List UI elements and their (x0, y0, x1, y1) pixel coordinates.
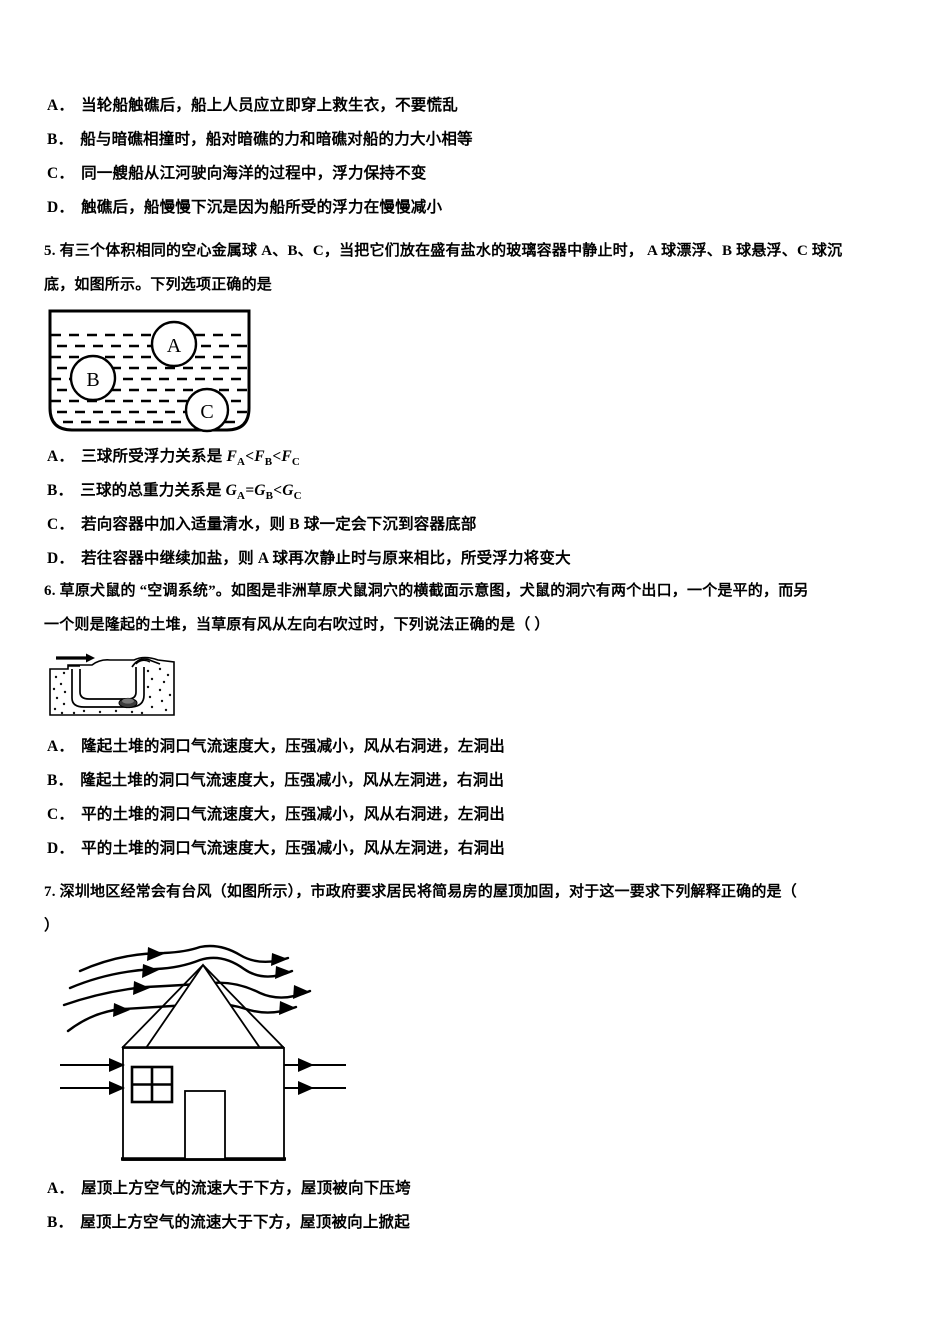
q7-stem-text2: ） (44, 918, 60, 934)
q4-option-c-label: C． (47, 165, 75, 182)
window (130, 1065, 174, 1104)
q6-option-b-text: 隆起土堆的洞口气流速度大，压强减小，风从左洞进，右洞出 (80, 772, 505, 789)
q5-option-a-formula: FA<FB<FC (226, 448, 301, 469)
door (184, 1090, 226, 1160)
q6-figure (48, 651, 176, 719)
q4-option-b: B． 船与暗礁相撞时，船对暗礁的力和暗礁对船的力大小相等 (47, 129, 473, 151)
q6-stem-line1: 6.草原犬鼠的 “空调系统”。如图是非洲草原犬鼠洞穴的横截面示意图，犬鼠的洞穴有… (44, 580, 809, 602)
burrow-cross-section-diagram (49, 653, 175, 716)
q6-number: 6. (44, 583, 56, 599)
prairie-dog (118, 697, 138, 709)
q5-stem-text1: 有三个体积相同的空心金属球 A、B、C，当把它们放在盛有盐水的玻璃容器中静止时，… (59, 243, 843, 259)
ball-a-label: A (167, 335, 182, 357)
house-airflow-diagram (53, 944, 346, 1161)
tunnel-inner-wall (79, 667, 137, 700)
roof-left-slope (121, 964, 204, 1049)
q7-stem-text1: 深圳地区经常会有台风（如图所示），市政府要求居民将简易房的屋顶加固，对于这一要求… (59, 884, 797, 900)
wind-arrow-icon (56, 653, 95, 663)
q7-option-b: B． 屋顶上方空气的流速大于下方，屋顶被向上掀起 (47, 1212, 410, 1234)
q6-option-d-label: D． (47, 840, 75, 857)
q6-stem-line2: 一个则是隆起的土堆，当草原有风从左向右吹过时，下列说法正确的是（ ） (44, 614, 550, 636)
q6-option-c-text: 平的土堆的洞口气流速度大，压强减小，风从右洞进，左洞出 (81, 806, 505, 823)
q5-option-b-text: 三球的总重力关系是 (80, 482, 226, 499)
wall-wind-arrows-right (284, 1058, 346, 1095)
q5-stem-line2: 底，如图所示。下列选项正确的是 (44, 274, 272, 296)
q4-option-c: C． 同一艘船从江河驶向海洋的过程中，浮力保持不变 (47, 163, 427, 185)
q6-stem-text2: 一个则是隆起的土堆，当草原有风从左向右吹过时，下列说法正确的是（ ） (44, 617, 550, 633)
q6-option-b-label: B． (47, 772, 74, 789)
q6-option-b: B． 隆起土堆的洞口气流速度大，压强减小，风从左洞进，右洞出 (47, 770, 504, 792)
ball-b-label: B (86, 369, 99, 391)
q5-option-d: D． 若往容器中继续加盐，则 A 球再次静止时与原来相比，所受浮力将变大 (47, 548, 571, 570)
soil-outline (49, 656, 175, 716)
q4-option-a-label: A． (47, 97, 75, 114)
q5-option-b: B． 三球的总重力关系是 GA=GB<GC (47, 480, 302, 507)
ball-c-label: C (200, 401, 213, 423)
q5-option-b-label: B． (47, 482, 74, 499)
salt-water-vessel-diagram: A B C (48, 309, 251, 433)
q5-number: 5. (44, 243, 56, 259)
q5-option-c: C． 若向容器中加入适量清水，则 B 球一定会下沉到容器底部 (47, 514, 477, 536)
q7-option-a-label: A． (47, 1180, 75, 1197)
q7-option-a-text: 屋顶上方空气的流速大于下方，屋顶被向下压垮 (81, 1180, 411, 1197)
q7-option-a: A． 屋顶上方空气的流速大于下方，屋顶被向下压垮 (47, 1178, 411, 1200)
q6-option-a: A． 隆起土堆的洞口气流速度大，压强减小，风从右洞进，左洞出 (47, 736, 505, 758)
q4-option-b-label: B． (47, 131, 74, 148)
soil-body (50, 657, 174, 715)
q5-stem-line1: 5.有三个体积相同的空心金属球 A、B、C，当把它们放在盛有盐水的玻璃容器中静止… (44, 240, 842, 262)
q7-option-b-text: 屋顶上方空气的流速大于下方，屋顶被向上掀起 (80, 1214, 410, 1231)
q5-figure: A B C (47, 308, 252, 434)
q4-option-a-text: 当轮船触礁后，船上人员应立即穿上救生衣，不要慌乱 (81, 97, 458, 114)
q6-option-a-label: A． (47, 738, 75, 755)
roof-right-slope (202, 964, 285, 1049)
ball-c: C (184, 387, 230, 433)
q5-option-c-text: 若向容器中加入适量清水，则 B 球一定会下沉到容器底部 (81, 516, 477, 533)
q6-option-a-text: 隆起土堆的洞口气流速度大，压强减小，风从右洞进，左洞出 (81, 738, 505, 755)
q5-option-a: A． 三球所受浮力关系是 FA<FB<FC (47, 446, 300, 473)
q4-option-a: A． 当轮船触礁后，船上人员应立即穿上救生衣，不要慌乱 (47, 95, 458, 117)
raised-mound (131, 658, 161, 668)
q4-option-d-label: D． (47, 199, 75, 216)
q5-option-d-text: 若往容器中继续加盐，则 A 球再次静止时与原来相比，所受浮力将变大 (81, 550, 571, 567)
q5-option-d-label: D． (47, 550, 75, 567)
ball-a: A (150, 320, 198, 368)
q7-figure (53, 943, 350, 1168)
q7-stem-line1: 7.深圳地区经常会有台风（如图所示），市政府要求居民将简易房的屋顶加固，对于这一… (44, 881, 797, 903)
q5-stem-text2: 底，如图所示。下列选项正确的是 (44, 277, 273, 293)
q7-option-b-label: B． (47, 1214, 74, 1231)
tunnel-outer-wall (71, 667, 145, 708)
q5-option-a-label: A． (47, 448, 75, 465)
q4-option-d-text: 触礁后，船慢慢下沉是因为船所受的浮力在慢慢减小 (81, 199, 443, 216)
q6-option-c-label: C． (47, 806, 75, 823)
airflow-arrowheads (113, 947, 310, 1017)
q7-stem-line2: ） (44, 915, 59, 937)
q4-option-b-text: 船与暗礁相撞时，船对暗礁的力和暗礁对船的力大小相等 (80, 131, 473, 148)
wall-wind-arrows-left (53, 1058, 125, 1095)
q6-option-d: D． 平的土堆的洞口气流速度大，压强减小，风从左洞进，右洞出 (47, 838, 505, 860)
vessel-outline (48, 309, 251, 432)
q6-option-d-text: 平的土堆的洞口气流速度大，压强减小，风从左洞进，右洞出 (81, 840, 505, 857)
q5-option-b-formula: GA=GB<GC (225, 482, 302, 503)
q5-option-c-label: C． (47, 516, 75, 533)
soil-stipple (52, 667, 172, 715)
q5-option-a-text: 三球所受浮力关系是 (81, 448, 227, 465)
q6-option-c: C． 平的土堆的洞口气流速度大，压强减小，风从右洞进，左洞出 (47, 804, 505, 826)
q7-number: 7. (44, 884, 56, 900)
q4-option-d: D． 触礁后，船慢慢下沉是因为船所受的浮力在慢慢减小 (47, 197, 442, 219)
mound-contour (135, 659, 151, 665)
q6-stem-text1: 草原犬鼠的 “空调系统”。如图是非洲草原犬鼠洞穴的横截面示意图，犬鼠的洞穴有两个… (59, 583, 809, 599)
q4-option-c-text: 同一艘船从江河驶向海洋的过程中，浮力保持不变 (81, 165, 427, 182)
ball-b: B (69, 354, 117, 402)
